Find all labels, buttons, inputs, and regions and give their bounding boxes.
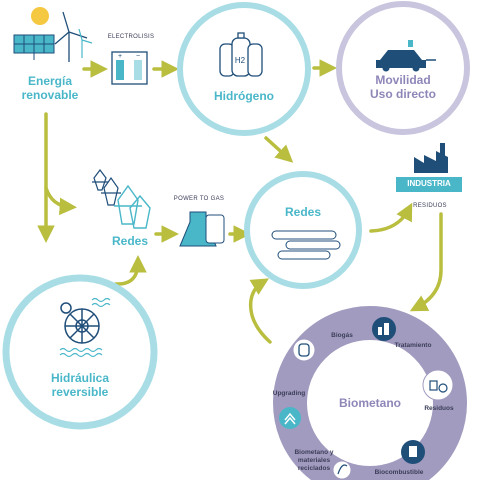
svg-text:+: + — [118, 53, 122, 60]
sun-icon — [31, 7, 49, 25]
residuos-icon — [422, 369, 454, 401]
electrolyzer-icon: + − — [111, 51, 148, 85]
flow-arrows — [37, 59, 443, 344]
svg-text:−: − — [136, 53, 140, 60]
hydraulic-turbine-icon — [60, 302, 100, 344]
ring-label-reciclados: Biometano y materiales reciclados — [294, 449, 334, 472]
factory-icon — [414, 143, 448, 173]
power-to-gas-label: POWER TO GAS — [173, 196, 225, 202]
residuos-top-label: RESIDUOS — [413, 203, 447, 209]
arrow-biometano-to-redes-center — [248, 278, 272, 344]
biometano-ring — [273, 306, 467, 480]
energia-icons — [13, 7, 93, 62]
movilidad-label: Movilidad Uso directo — [369, 73, 436, 101]
redes-center-circle — [244, 171, 362, 289]
arrow-redes-center-to-industria — [369, 202, 413, 233]
arrow-hidrogeno-to-redes — [264, 136, 294, 163]
arrow-hidraulica-to-redes-left — [114, 255, 147, 286]
biometano-label: Biometano — [338, 396, 401, 410]
arrow-energia-to-redes-left — [44, 186, 77, 216]
hydrogen-tanks-icon — [219, 32, 263, 77]
industria-badge — [396, 177, 462, 192]
ring-label-tratamiento: Tratamiento — [394, 342, 432, 349]
energia-renovable-label: Energía renovable — [21, 74, 79, 102]
ring-label-biocombustible: Biocombustible — [374, 469, 424, 476]
pipes-icon — [271, 230, 341, 260]
ring-label-residuos: Residuos — [424, 405, 454, 412]
pylons-icon — [92, 169, 121, 206]
electrolisis-label: ELECTROLISIS — [107, 34, 155, 40]
biometano-core — [308, 341, 432, 465]
arrow-industria-to-biometano — [409, 212, 443, 312]
flask-icon — [179, 211, 225, 247]
hidrogeno-label: Hidrógeno — [214, 89, 274, 103]
hidraulica-circle — [2, 274, 158, 430]
redes-center-label: Redes — [284, 205, 322, 219]
biogas-icon — [292, 338, 316, 362]
h2-symbol: H2 — [234, 56, 246, 65]
electric-car-icon — [376, 40, 436, 72]
water-waves-icon — [59, 297, 111, 358]
solar-panel-icon — [13, 34, 55, 60]
industria-label: INDUSTRIA — [407, 179, 451, 188]
wind-turbine-small-icon — [78, 28, 93, 58]
wind-turbine-icon — [54, 11, 88, 62]
pylons-teal-icon — [114, 184, 151, 229]
ring-label-biogas: Biogás — [331, 332, 353, 339]
ring-label-upgrading: Upgrading — [272, 390, 306, 397]
redes-left-label: Redes — [111, 234, 149, 248]
ring-icons — [279, 317, 454, 480]
hidraulica-label: Hidráulica reversible — [50, 371, 110, 399]
